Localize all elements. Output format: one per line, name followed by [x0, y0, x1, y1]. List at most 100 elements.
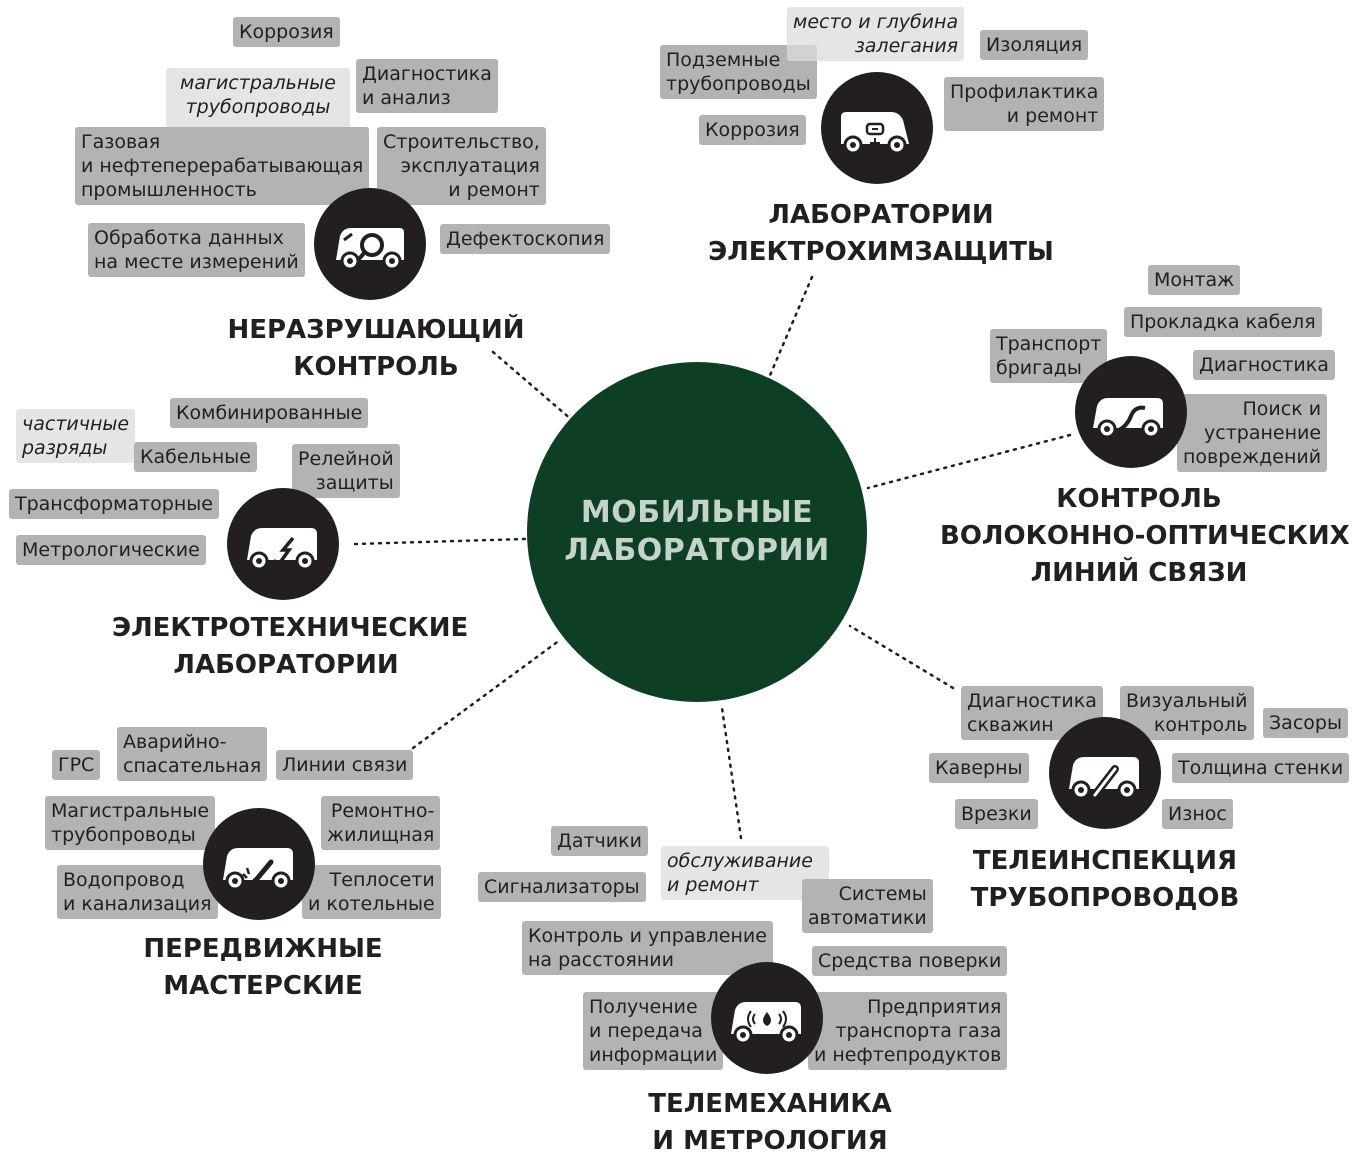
label-line: Износ: [1168, 803, 1227, 825]
tag-workshop: Линии связи: [276, 750, 414, 780]
connector-tv: [848, 624, 955, 690]
label-line: ПЕРЕДВИЖНЫЕ: [143, 934, 383, 964]
label-line: обслуживание: [667, 850, 813, 872]
label-line: спасательная: [123, 755, 262, 777]
label-line: место и глубина: [793, 11, 959, 33]
label-line: и передача: [589, 1020, 703, 1042]
label-line: Ремонтно-: [330, 800, 435, 822]
central-hub: МОБИЛЬНЫЕ ЛАБОРАТОРИИ: [527, 362, 867, 702]
label-line: Профилактика: [950, 81, 1099, 103]
tag-workshop: Ремонтно-жилищная: [321, 796, 441, 850]
label-line: Коррозия: [239, 21, 334, 43]
van-polarity-icon: [821, 72, 933, 184]
label-line: промышленность: [81, 179, 257, 201]
tag-telemech: Средства поверки: [812, 946, 1008, 976]
label-line: ЛИНИЙ СВЯЗИ: [1030, 558, 1248, 588]
label-line: ЭЛЕКТРОХИМЗАЩИТЫ: [708, 237, 1054, 267]
label-line: Предприятия: [867, 996, 1002, 1018]
label-line: и нефтеперерабатывающая: [81, 155, 364, 177]
label-line: Каверны: [935, 757, 1023, 779]
label-line: ЭЛЕКТРОТЕХНИЧЕСКИЕ: [112, 613, 469, 643]
tag-workshop: ГРС: [52, 750, 101, 780]
label-line: Средства поверки: [818, 950, 1002, 972]
label-line: Визуальный: [1126, 690, 1248, 712]
label-line: защиты: [315, 472, 394, 494]
label-line: Кабельные: [140, 446, 251, 468]
label-line: магистральные: [180, 72, 336, 94]
connector-workshop: [411, 638, 562, 750]
label-line: Теплосети: [329, 869, 435, 891]
label-line: эксплуатация: [400, 155, 540, 177]
group-title-workshop: ПЕРЕДВИЖНЫЕ МАСТЕРСКИЕ: [128, 931, 398, 1005]
tag-workshop: Аварийно-спасательная: [117, 727, 268, 781]
label-line: бригады: [996, 357, 1082, 379]
label-line: на месте измерений: [94, 251, 299, 273]
label-line: ТРУБОПРОВОДОВ: [970, 883, 1240, 913]
tag-tv: Засоры: [1263, 708, 1348, 738]
label-line: Коррозия: [705, 119, 800, 141]
label-line: и анализ: [362, 87, 451, 109]
connector-fiber: [866, 433, 1072, 490]
tag-electro: Метрологические: [16, 535, 206, 565]
label-line: Системы: [838, 883, 927, 905]
label-line: Комбинированные: [176, 402, 363, 424]
label-line: контроль: [1153, 714, 1248, 736]
label-line: ТЕЛЕМЕХАНИКА: [648, 1089, 892, 1119]
label-line: КОНТРОЛЬ: [1056, 484, 1222, 514]
tag-telemech: Датчики: [551, 826, 648, 856]
tag-ndt: Дефектоскопия: [440, 224, 611, 254]
label-line: устранение: [1204, 422, 1322, 444]
label-line: Дефектоскопия: [446, 228, 605, 250]
group-title-tv: ТЕЛЕИНСПЕКЦИЯ ТРУБОПРОВОДОВ: [960, 843, 1250, 917]
label-line: Магистральные: [51, 800, 210, 822]
van-gauge-icon: [711, 962, 823, 1074]
tag-fiber: Диагностика: [1193, 350, 1335, 380]
tag-tv: Толщина стенки: [1172, 753, 1350, 783]
label-line: Водопровод: [63, 869, 185, 891]
label-line: жилищная: [327, 824, 435, 846]
label-line: Контроль и управление: [528, 925, 767, 947]
van-pipe-icon: [1049, 717, 1161, 829]
connector-ecp: [766, 275, 814, 382]
van-lightning-icon: [227, 488, 339, 600]
label-line: Сигнализаторы: [484, 876, 640, 898]
label-line: ТЕЛЕИНСПЕКЦИЯ: [972, 846, 1238, 876]
tag-ndt: Коррозия: [233, 17, 340, 47]
connector-telemech: [720, 706, 743, 840]
hub-title-line1: МОБИЛЬНЫЕ: [580, 495, 814, 530]
label-line: на расстоянии: [528, 949, 674, 971]
label-line: залегания: [854, 35, 959, 57]
label-line: автоматики: [808, 907, 927, 929]
label-line: МАСТЕРСКИЕ: [163, 971, 363, 1001]
label-line: Изоляция: [986, 34, 1083, 56]
tag-telemech: Сигнализаторы: [478, 872, 646, 902]
label-line: Монтаж: [1154, 269, 1235, 291]
label-line: Газовая: [81, 131, 161, 153]
label-line: Засоры: [1269, 712, 1342, 734]
tag-electro: Кабельные: [134, 442, 257, 472]
label-line: повреждений: [1183, 446, 1322, 468]
label-line: Датчики: [557, 830, 642, 852]
label-line: Релейной: [298, 448, 394, 470]
label-line: трубопроводы: [666, 73, 811, 95]
label-line: и канализация: [63, 893, 212, 915]
hub-title-line2: ЛАБОРАТОРИИ: [564, 533, 830, 568]
label-line: Поиск и: [1242, 398, 1322, 420]
label-line: Диагностика: [362, 63, 492, 85]
label-line: Диагностика: [1199, 354, 1329, 376]
